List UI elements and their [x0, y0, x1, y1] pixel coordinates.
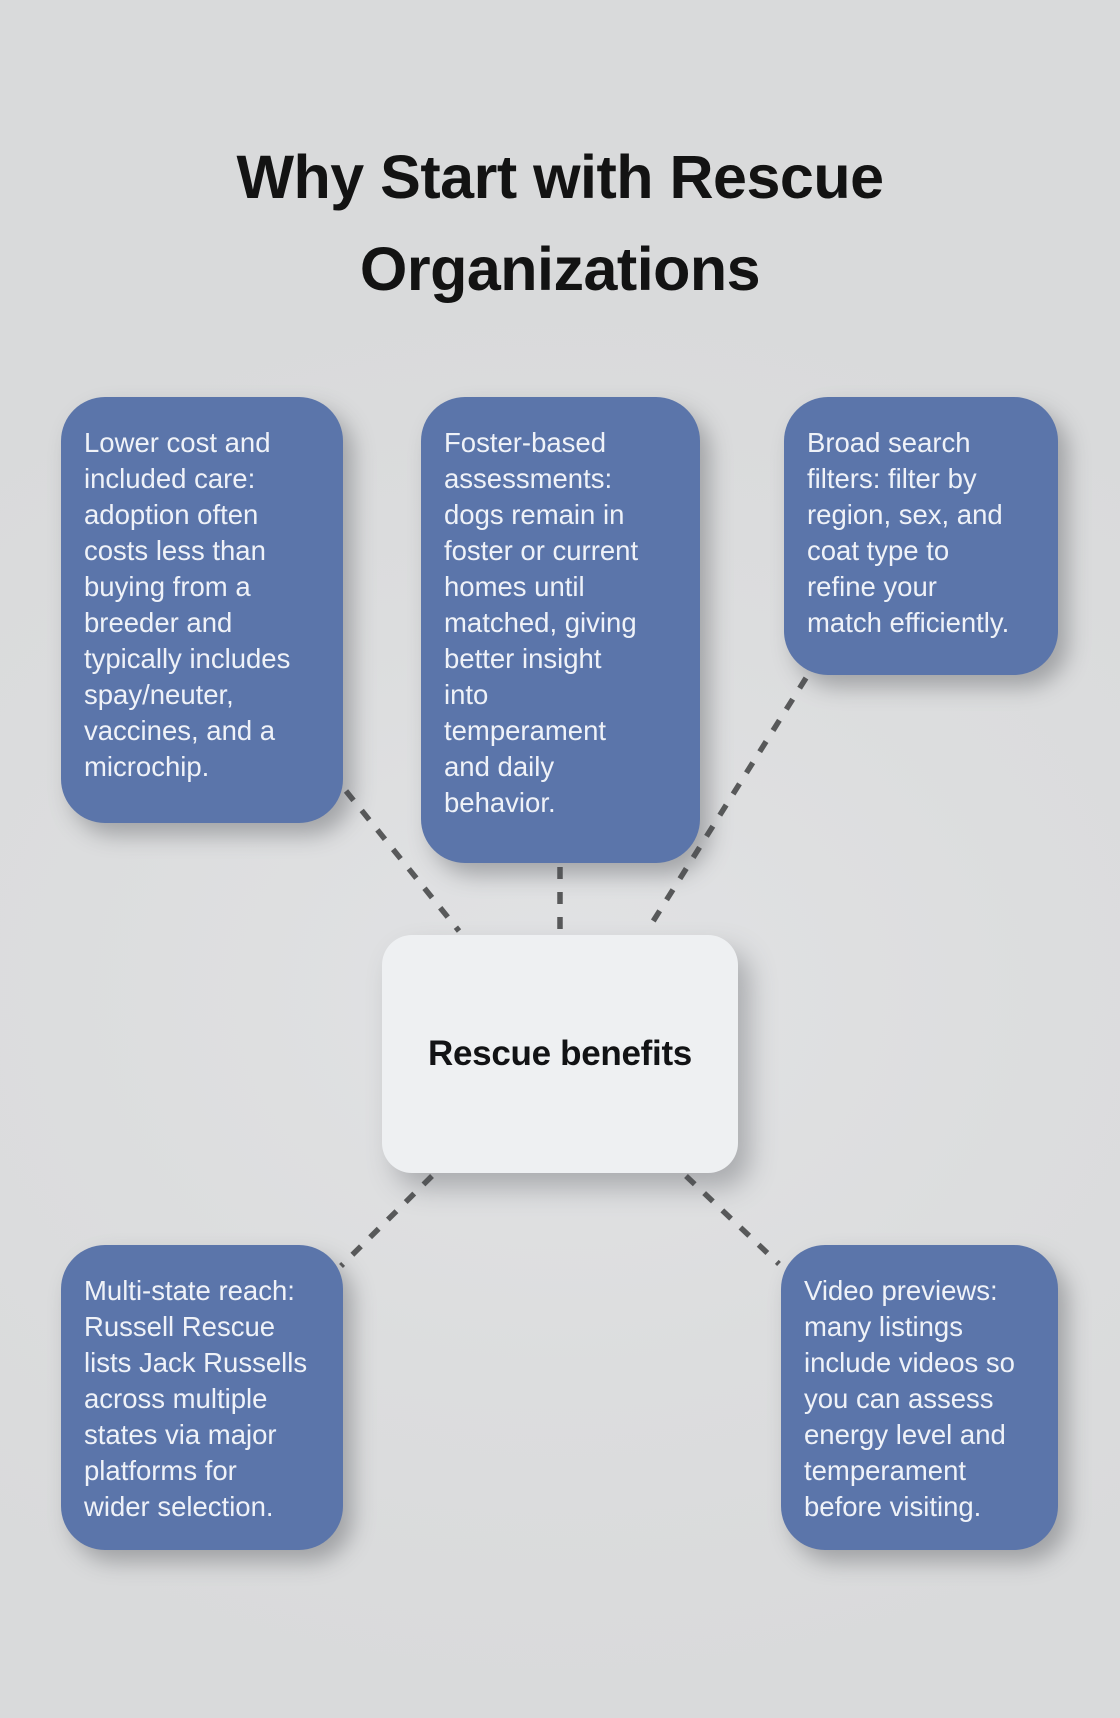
benefit-node-broad-filters: Broad search filters: filter by region, … [784, 397, 1058, 675]
benefit-node-lower-cost: Lower cost and included care: adoption o… [61, 397, 343, 823]
page-title: Why Start with Rescue Organizations [236, 142, 884, 303]
center-node-label: Rescue benefits [428, 1034, 692, 1073]
benefit-node-broad-filters-text: Broad search filters: filter by region, … [807, 427, 1010, 638]
benefit-node-lower-cost-text: Lower cost and included care: adoption o… [84, 427, 291, 782]
benefit-node-video-previews: Video previews: many listings include vi… [781, 1245, 1058, 1550]
benefit-node-video-previews-text: Video previews: many listings include vi… [804, 1275, 1015, 1522]
center-node-rescue-benefits: Rescue benefits [382, 935, 738, 1173]
connector-multi-state [339, 1174, 434, 1268]
connector-lower-cost [343, 789, 462, 933]
benefit-node-foster-based: Foster-based assessments: dogs remain in… [421, 397, 700, 863]
connector-video-previews [684, 1174, 781, 1266]
benefit-node-multi-state: Multi-state reach: Russell Rescue lists … [61, 1245, 343, 1550]
benefit-node-foster-based-text: Foster-based assessments: dogs remain in… [444, 427, 639, 818]
benefit-node-multi-state-text: Multi-state reach: Russell Rescue lists … [84, 1275, 308, 1522]
